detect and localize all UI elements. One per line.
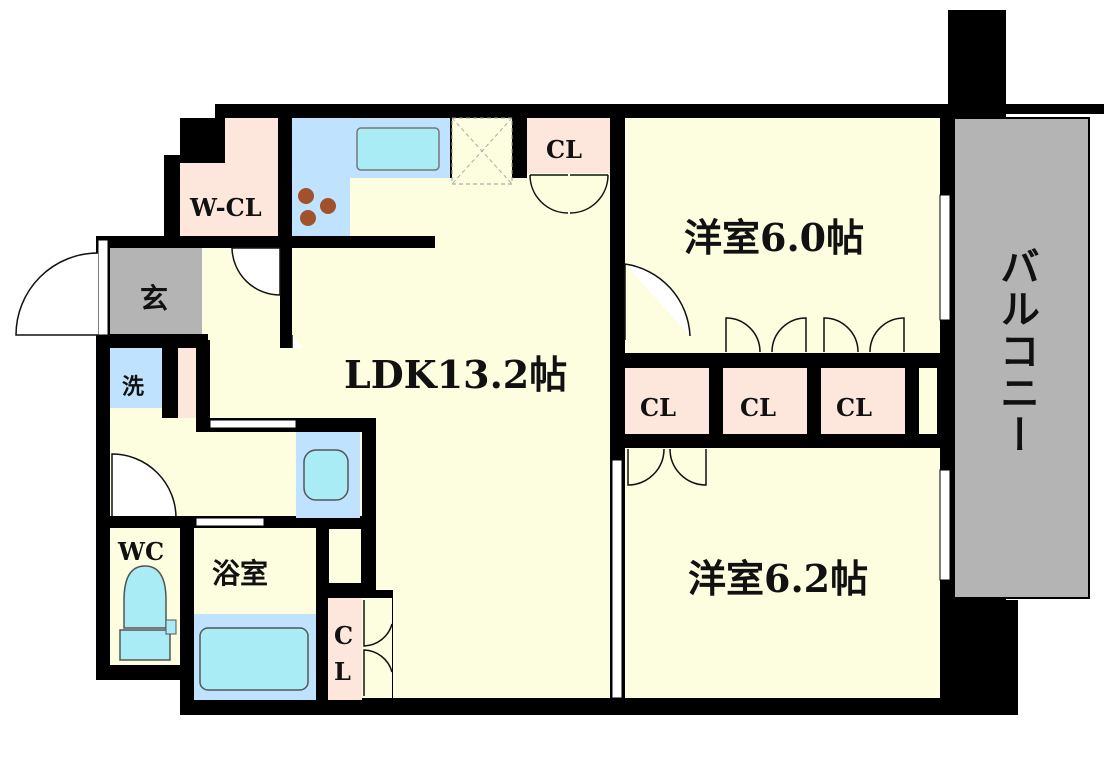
entrance-floor xyxy=(110,248,202,334)
shaft xyxy=(327,527,363,585)
toilet-paper xyxy=(165,619,177,635)
wash-wall xyxy=(162,340,178,418)
walk-in-closet-label: W-CL xyxy=(190,193,262,222)
stove-burner xyxy=(298,188,314,204)
walk-in-closet-notch xyxy=(180,118,225,163)
closet-c xyxy=(821,368,905,434)
wall-wash-ldk xyxy=(362,418,376,590)
window xyxy=(939,194,951,321)
closet-label-a: CL xyxy=(640,393,676,422)
door-swing xyxy=(15,252,99,336)
closet-kitchen-front xyxy=(527,173,610,213)
closet-label-small-l: L xyxy=(334,657,351,686)
entry-door-frame xyxy=(97,239,109,336)
closet-label-small-c: C xyxy=(334,621,354,650)
door-swing xyxy=(363,649,393,696)
sliding-door-wash xyxy=(209,419,297,429)
wall-ldk-rooms xyxy=(610,104,625,264)
toilet-label: WC xyxy=(118,537,165,566)
balcony-rail-bottom xyxy=(1006,600,1018,715)
closet-a xyxy=(625,368,709,434)
western-room-2-label: 洋室6.2帖 xyxy=(688,556,869,601)
closet-small xyxy=(328,598,362,700)
ldk-floor xyxy=(292,178,610,698)
door-swing xyxy=(111,453,177,519)
door-swing xyxy=(771,317,807,353)
door-swing xyxy=(725,317,761,353)
wall-bath-right xyxy=(316,528,328,715)
bathroom-floor xyxy=(194,528,316,614)
closet-label-b: CL xyxy=(740,393,776,422)
closet-kitchen xyxy=(527,118,610,173)
shaft-wall xyxy=(328,584,376,598)
door-swing xyxy=(823,317,859,353)
kitchen-sink xyxy=(356,127,440,171)
closet-d xyxy=(919,368,937,434)
western-room-2-floor xyxy=(625,448,940,698)
wall-hall xyxy=(96,334,208,348)
kitchen-partition xyxy=(280,236,435,248)
fridge-x xyxy=(451,117,513,185)
stove-burner xyxy=(300,210,316,226)
closet-doors-top xyxy=(723,313,905,353)
closet-label-c: CL xyxy=(836,393,872,422)
bathroom-label: 浴室 xyxy=(212,557,269,590)
closet-b xyxy=(723,368,807,434)
door-swing xyxy=(363,600,393,647)
door-swing xyxy=(624,263,691,340)
wash-machine xyxy=(110,348,162,408)
wall-wc-top xyxy=(96,516,194,528)
door-swing xyxy=(569,174,609,214)
sliding-door xyxy=(611,459,623,699)
toilet-bowl xyxy=(123,565,167,629)
bath-door xyxy=(195,517,265,527)
wash-wall-2 xyxy=(196,340,210,418)
bathtub xyxy=(199,627,309,691)
balcony-rail xyxy=(1006,104,1104,114)
washroom-label: 洗 xyxy=(122,374,145,400)
wall-wcl-kitchen xyxy=(278,104,292,248)
window xyxy=(939,469,951,581)
door-swing xyxy=(869,317,905,353)
ldk-label: LDK13.2帖 xyxy=(344,352,568,397)
closet-label-kitchen: CL xyxy=(546,135,582,164)
door-swing xyxy=(627,448,665,486)
door-swing xyxy=(669,448,707,486)
balcony-area xyxy=(953,117,1090,599)
wash-closet xyxy=(178,348,196,418)
toilet-tank xyxy=(119,629,171,661)
balcony-label: バルコニー xyxy=(993,246,1040,456)
walk-in-closet-cut xyxy=(164,155,180,235)
door-swing xyxy=(529,174,569,214)
vanity-basin xyxy=(303,449,349,501)
wall-hall-vert xyxy=(280,248,292,328)
stove-burner xyxy=(320,198,336,214)
western-room-1-label: 洋室6.0帖 xyxy=(684,215,865,260)
wall-wc-bath xyxy=(180,516,194,715)
door-swing xyxy=(231,247,281,296)
closet-small-door xyxy=(362,598,392,698)
entrance-label: 玄 xyxy=(140,282,169,315)
